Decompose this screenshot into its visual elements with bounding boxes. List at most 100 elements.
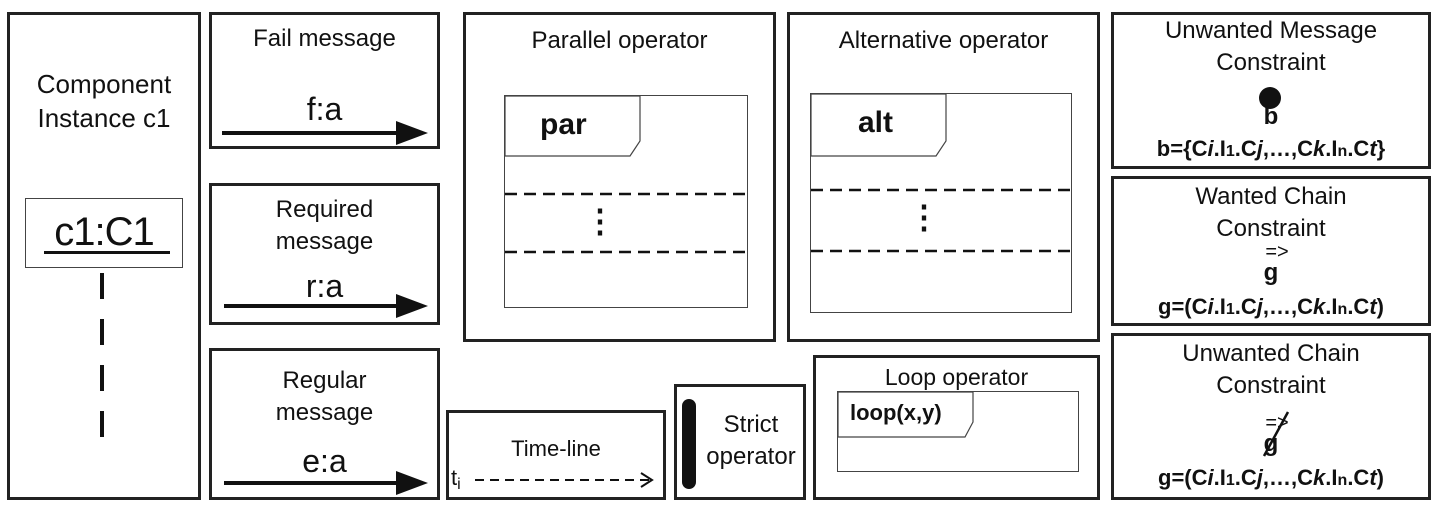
formula-rhs: ) <box>1376 294 1384 319</box>
required-message-arrow <box>224 294 428 318</box>
unwanted-message-symbol: b <box>1263 103 1279 130</box>
fail-message-label: f:a <box>306 91 343 127</box>
formula-index: j <box>1256 465 1263 490</box>
formula-index: t <box>1369 465 1377 490</box>
strict-operator-panel: Strict operator <box>674 384 806 500</box>
formula-part: C <box>1191 294 1208 319</box>
loop-keyword: loop(x,y) <box>850 400 942 425</box>
formula-index: i <box>1207 136 1214 161</box>
unwanted-chain-panel: Unwanted Chain Constraint => g g=(Ci.I1.… <box>1111 333 1431 500</box>
unwanted-chain-strike <box>1262 411 1290 457</box>
loop-operator-title: Loop operator <box>884 364 1029 390</box>
formula-part: .I <box>1325 294 1338 319</box>
formula-index: i <box>1207 294 1214 319</box>
lifeline <box>100 273 104 443</box>
formula-part: C <box>1297 136 1314 161</box>
formula-part: .I <box>1213 136 1226 161</box>
required-message-label: r:a <box>305 268 344 304</box>
strict-bar <box>682 399 696 489</box>
instance-underline <box>44 251 170 254</box>
unwanted-chain-title: Unwanted Chain Constraint <box>1182 340 1360 399</box>
timeline-start-label: t <box>451 465 458 490</box>
loop-operator-panel: Loop operator loop(x,y) <box>813 355 1100 500</box>
regular-message-label: e:a <box>302 443 347 479</box>
par-keyword: par <box>540 108 587 141</box>
formula-index: 1 <box>1225 143 1235 160</box>
formula-ellipsis: ,…, <box>1262 136 1298 161</box>
formula-ellipsis: ,…, <box>1262 465 1298 490</box>
alt-keyword: alt <box>858 106 894 139</box>
formula-lhs: b={ <box>1156 136 1192 161</box>
alt-ellipsis: ⋮ <box>908 199 940 235</box>
formula-index: j <box>1256 136 1263 161</box>
timeline-title: Time-line <box>511 436 601 461</box>
instance-head-box: c1:C1 <box>25 198 183 268</box>
fail-message-title: Fail message <box>253 25 396 52</box>
formula-index: n <box>1337 301 1348 318</box>
formula-index: 1 <box>1225 472 1235 489</box>
formula-index: k <box>1313 294 1326 319</box>
formula-index: k <box>1313 465 1326 490</box>
timeline-panel: Time-line ti <box>446 410 666 500</box>
regular-message-arrow <box>224 471 428 495</box>
required-message-title: Required message <box>275 196 374 255</box>
formula-lhs: g=( <box>1158 465 1192 490</box>
formula-part: C <box>1297 465 1314 490</box>
regular-message-panel: Regular message e:a <box>209 348 440 500</box>
formula-index: i <box>1207 465 1214 490</box>
timeline-start-sub: i <box>457 476 461 493</box>
formula-part: .I <box>1325 136 1338 161</box>
formula-index: t <box>1369 136 1377 161</box>
formula-part: C <box>1297 294 1314 319</box>
alternative-operator-title: Alternative operator <box>838 27 1049 54</box>
loop-fragment-decor <box>837 391 974 438</box>
component-instance-panel: Component Instance c1 c1:C1 <box>7 12 201 500</box>
formula-index: j <box>1256 294 1263 319</box>
formula-part: .C <box>1347 294 1370 319</box>
formula-index: t <box>1369 294 1377 319</box>
unwanted-message-dot <box>1259 87 1281 109</box>
unwanted-chain-arrow: => <box>1265 412 1289 434</box>
alternative-operator-panel: Alternative operator alt ⋮ <box>787 12 1100 342</box>
formula-ellipsis: ,…, <box>1262 294 1298 319</box>
wanted-chain-symbol: g <box>1263 259 1279 286</box>
formula-index: k <box>1313 136 1326 161</box>
unwanted-message-panel: Unwanted Message Constraint b b={Ci.I1.C… <box>1111 12 1431 169</box>
formula-part: .C <box>1234 294 1257 319</box>
formula-part: .C <box>1347 465 1370 490</box>
formula-part: .C <box>1347 136 1370 161</box>
par-ellipsis: ⋮ <box>584 203 616 239</box>
formula-part: C <box>1191 136 1208 161</box>
wanted-chain-panel: Wanted Chain Constraint => g g=(Ci.I1.Cj… <box>1111 176 1431 326</box>
formula-part: .C <box>1234 136 1257 161</box>
wanted-chain-formula: g=(Ci.I1.Cj,…,Ck.In.Ct) <box>1114 293 1428 324</box>
unwanted-message-title: Unwanted Message Constraint <box>1164 17 1378 76</box>
unwanted-chain-formula: g=(Ci.I1.Cj,…,Ck.In.Ct) <box>1114 464 1428 495</box>
par-fragment-decor <box>504 95 748 254</box>
formula-part: .I <box>1213 465 1226 490</box>
formula-part: .I <box>1213 294 1226 319</box>
formula-rhs: } <box>1376 136 1386 161</box>
formula-rhs: ) <box>1376 465 1384 490</box>
formula-index: n <box>1337 143 1348 160</box>
regular-message-title: Regular message <box>275 367 374 426</box>
formula-part: .C <box>1234 465 1257 490</box>
formula-part: .I <box>1325 465 1338 490</box>
timeline-start: ti <box>451 465 461 498</box>
timeline-arrow <box>475 472 654 488</box>
formula-part: C <box>1191 465 1208 490</box>
alt-fragment-decor <box>810 93 1072 253</box>
component-instance-title: Component Instance c1 <box>36 69 172 133</box>
fail-message-panel: Fail message f:a <box>209 12 440 149</box>
unwanted-message-formula: b={Ci.I1.Cj,…,Ck.In.Ct} <box>1114 135 1428 166</box>
fail-message-arrow <box>222 121 428 145</box>
wanted-chain-title: Wanted Chain Constraint <box>1195 183 1347 242</box>
parallel-operator-panel: Parallel operator par ⋮ <box>463 12 776 342</box>
formula-lhs: g=( <box>1158 294 1192 319</box>
parallel-operator-title: Parallel operator <box>531 27 708 54</box>
formula-index: n <box>1337 472 1348 489</box>
formula-index: 1 <box>1225 301 1235 318</box>
required-message-panel: Required message r:a <box>209 183 440 325</box>
strict-operator-title: Strict operator <box>706 411 796 470</box>
instance-label: c1:C1 <box>54 210 155 254</box>
